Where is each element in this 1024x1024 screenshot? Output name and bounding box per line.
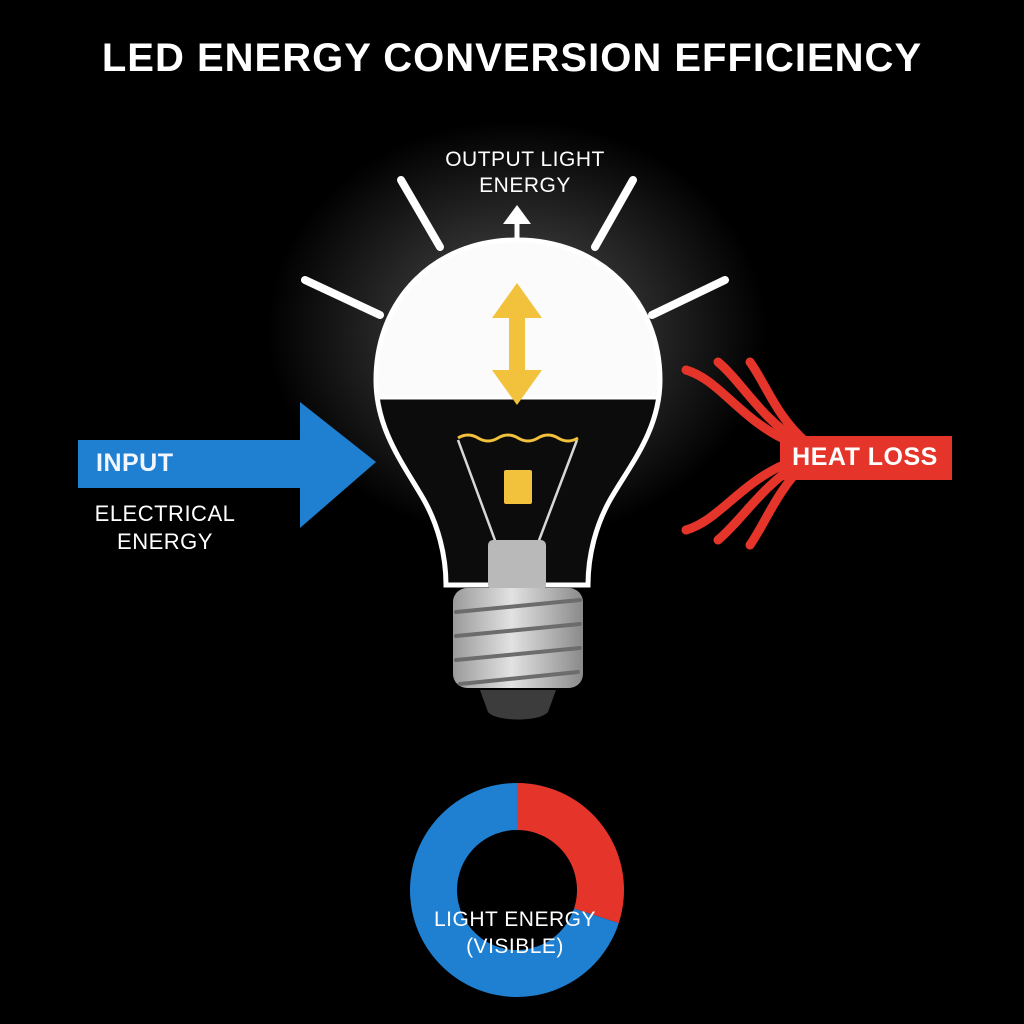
led-chip-icon <box>504 470 532 504</box>
output-light-energy-label: OUTPUT LIGHT ENERGY <box>390 147 660 199</box>
electrical-label-line2: ENERGY <box>117 529 213 554</box>
heat-loss-label: HEAT LOSS <box>792 443 938 471</box>
donut-label-line1: LIGHT ENERGY <box>434 908 596 931</box>
input-arrow <box>78 402 376 528</box>
donut-label-line2: (VISIBLE) <box>466 935 564 958</box>
double-arrow-icon <box>492 283 542 405</box>
donut-slice-light-energy <box>517 783 624 924</box>
output-label-line1: OUTPUT LIGHT <box>445 148 605 171</box>
page-title: LED ENERGY CONVERSION EFFICIENCY <box>101 36 923 80</box>
light-ray-icon <box>301 176 729 319</box>
efficiency-donut-chart <box>410 783 624 997</box>
input-label: INPUT <box>96 449 174 477</box>
output-arrow <box>503 205 531 240</box>
bulb-base <box>453 588 583 720</box>
electrical-label-line1: ELECTRICAL <box>94 501 236 526</box>
output-label-line2: ENERGY <box>479 174 571 197</box>
electrical-energy-label: ELECTRICAL ENERGY <box>60 500 270 556</box>
donut-slice-heat <box>410 783 619 997</box>
heat-loss-arrow <box>780 436 952 480</box>
donut-chart-label: LIGHT ENERGY (VISIBLE) <box>400 906 630 960</box>
